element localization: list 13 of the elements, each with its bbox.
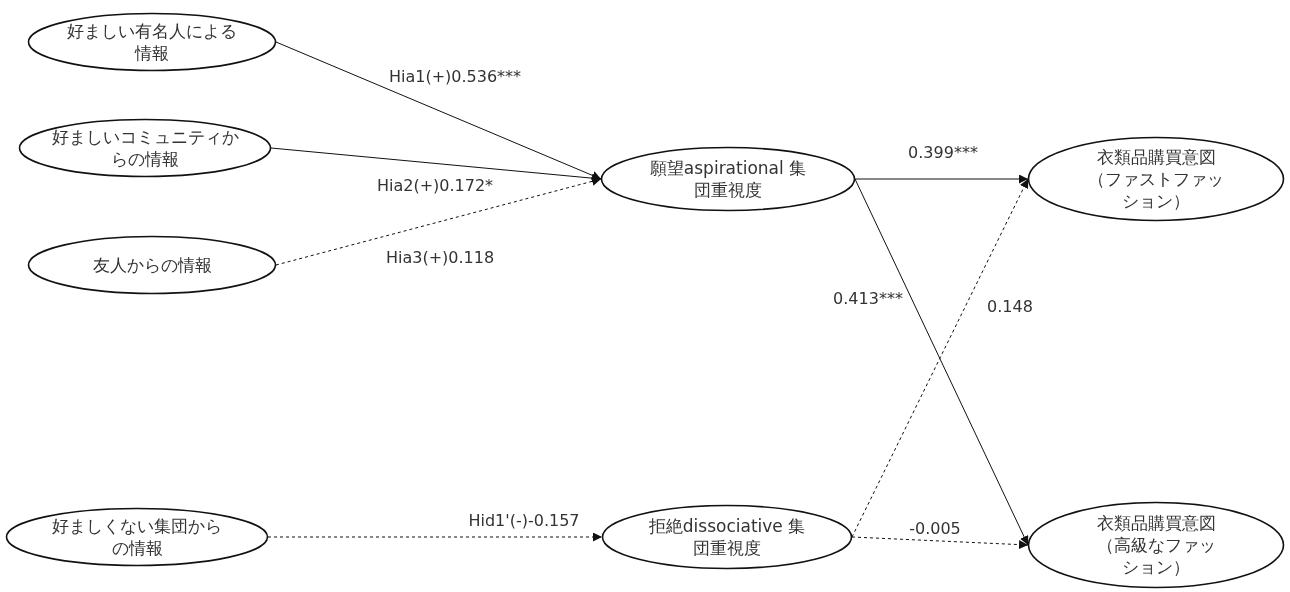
- ellipse-node: 好ましいコミュニティからの情報: [18, 118, 272, 178]
- arrow: [275, 41, 602, 180]
- ellipse-node: 拒絶dissociative 集団重視度: [601, 504, 853, 570]
- ellipse-node: 願望aspirational 集団重視度: [600, 146, 856, 212]
- arrow: [275, 176, 602, 266]
- ellipse-node: 友人からの情報: [27, 235, 277, 295]
- arrow: [854, 174, 1029, 184]
- arrow: [851, 536, 1029, 550]
- ellipse-node: 衣類品購買意図（高級なファッション）: [1027, 501, 1285, 589]
- arrow: [267, 532, 603, 542]
- ellipse-node: 好ましい有名人による情報: [27, 12, 277, 72]
- ellipse-node: 衣類品購買意図（ファストファッション）: [1027, 136, 1285, 222]
- ellipse-node: 好ましくない集団からの情報: [5, 507, 269, 567]
